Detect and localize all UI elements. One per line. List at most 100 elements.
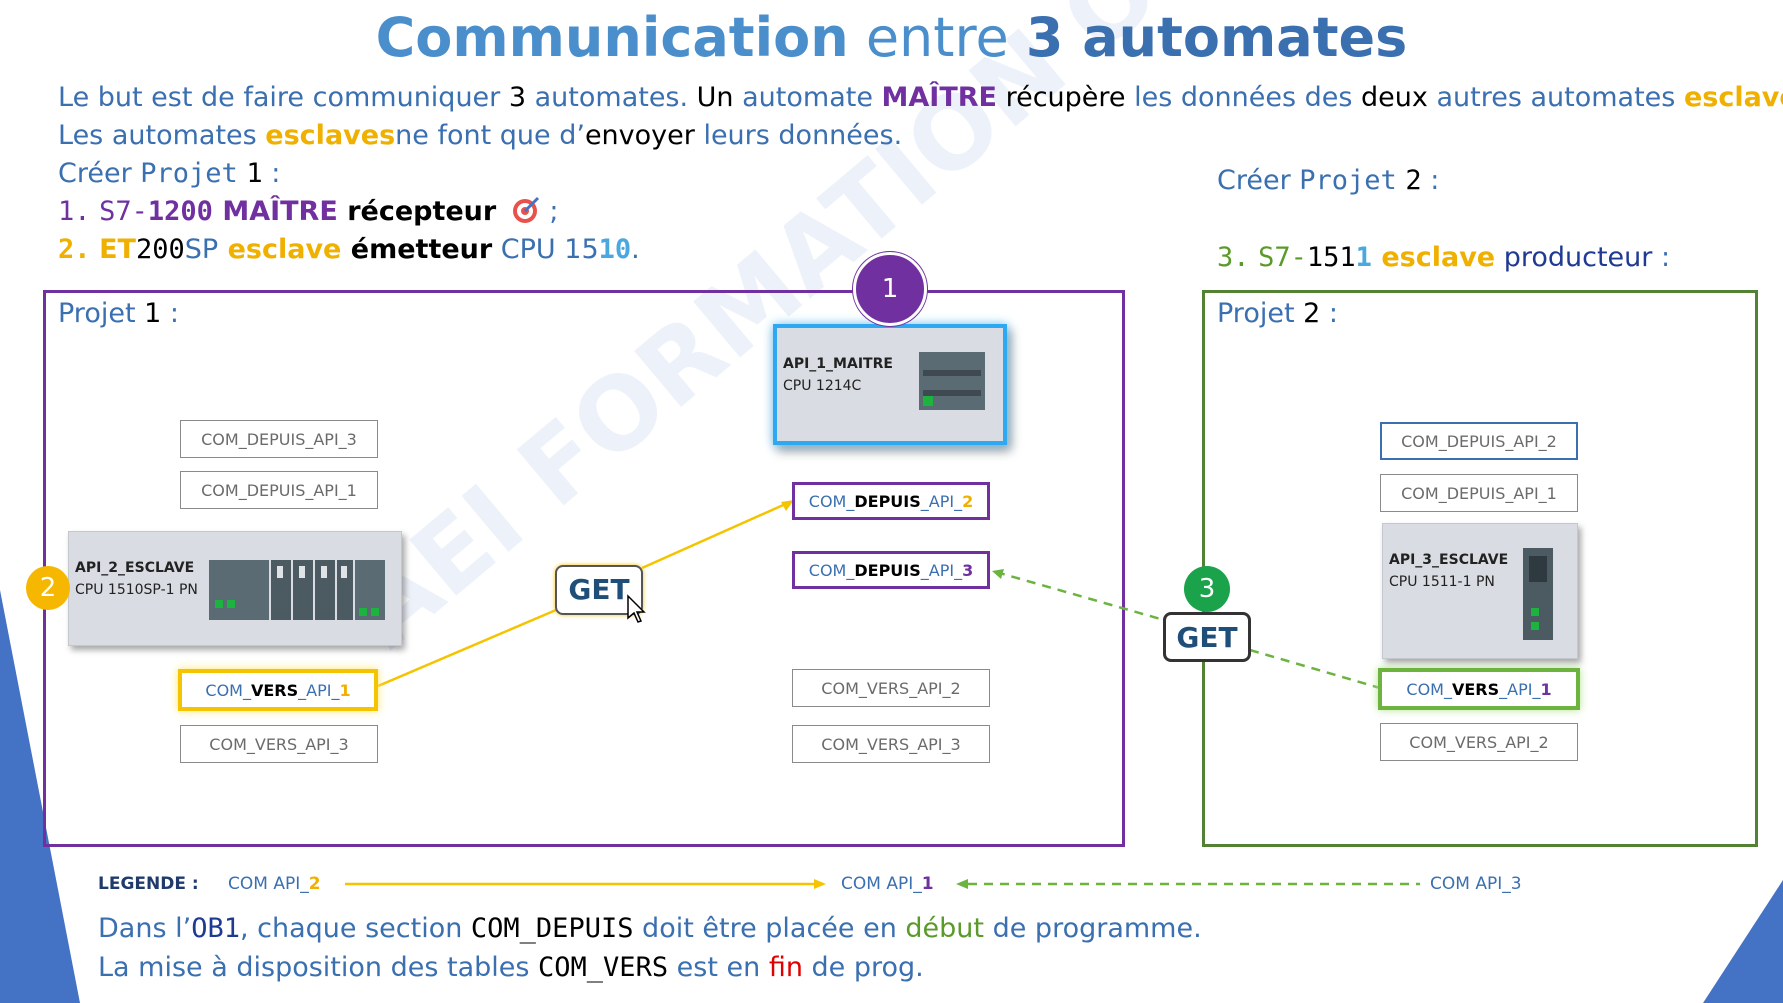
arrow-head-yellow — [781, 500, 794, 511]
device-api1-maitre[interactable]: API_1_MAITRE CPU 1214C — [773, 324, 1007, 445]
block-com-vers-api3-p1-right[interactable]: COM_VERS_API_3 — [792, 725, 990, 763]
block-com-depuis-api1-p2[interactable]: COM_DEPUIS_API_1 — [1380, 474, 1578, 512]
legend-com-api1: COM API_1 — [841, 874, 934, 894]
block-com-depuis-api1-p1[interactable]: COM_DEPUIS_API_1 — [180, 471, 378, 509]
text: MAÎTRE — [881, 82, 997, 113]
text: Projet — [140, 158, 238, 189]
link-get1-to-api2-block — [641, 500, 791, 570]
text: MAÎTRE — [212, 196, 338, 227]
text: fin — [768, 952, 803, 983]
text: . — [631, 234, 640, 265]
text: 1 — [144, 298, 162, 329]
intro-line-1: Le but est de faire communiquer 3 automa… — [58, 82, 1783, 113]
text: : — [262, 158, 281, 189]
text: ; — [540, 196, 559, 227]
text: : — [161, 298, 180, 329]
page-title: Communication entre 3 automates — [0, 6, 1783, 69]
text: Projet — [1217, 298, 1295, 329]
text: les données des — [1125, 82, 1362, 113]
et200sp-hardware-icon — [209, 560, 385, 620]
text: 2 — [962, 491, 974, 511]
text: esclaves — [265, 120, 396, 151]
text: esclaves — [1683, 82, 1783, 113]
intro-line-2: Les automates esclavesne font que d’envo… — [58, 120, 902, 151]
block-com-vers-api2-p1[interactable]: COM_VERS_API_2 — [792, 669, 990, 707]
item-2: 2. ET200SP esclave émetteur CPU 1510. — [58, 234, 640, 265]
badge-2: 2 — [26, 566, 70, 610]
text: COM_ — [1406, 679, 1452, 699]
text: autres automates — [1427, 82, 1684, 113]
text: 200 — [135, 234, 185, 265]
text: 1. — [58, 196, 91, 227]
text: _API_ — [1499, 679, 1541, 699]
legend-label: LEGENDE : — [98, 874, 199, 894]
link-api1-to-get1 — [377, 608, 557, 688]
title-part3: 3 automates — [1025, 6, 1408, 69]
text: : — [1320, 298, 1339, 329]
text: 3 — [508, 82, 527, 113]
text: esclave — [218, 234, 342, 265]
text: : — [1421, 165, 1440, 196]
text: 151 — [1306, 242, 1356, 273]
text: : — [1652, 242, 1671, 273]
text: COM_ — [808, 560, 855, 580]
text: esclave — [1371, 242, 1496, 273]
text: S7- — [99, 196, 148, 227]
block-com-vers-api1-p1[interactable]: COM_VERS_API_1 — [178, 669, 378, 711]
text: Créer — [1217, 165, 1291, 196]
text: DEPUIS — [854, 491, 921, 511]
device-api2-esclave[interactable]: API_2_ESCLAVE CPU 1510SP-1 PN — [68, 531, 402, 646]
text: S7- — [1258, 242, 1307, 273]
link-get2-to-api3-block — [1249, 648, 1381, 690]
get-instruction-2[interactable]: GET — [1163, 612, 1251, 662]
text: COM API_ — [841, 874, 922, 894]
text: producteur — [1495, 242, 1653, 273]
text: VERS — [250, 680, 299, 700]
block-com-depuis-api2-p1[interactable]: COM_DEPUIS_API_2 — [792, 482, 990, 520]
block-com-depuis-api3-p1[interactable]: COM_DEPUIS_API_3 — [180, 420, 378, 458]
text: doit être placée en — [633, 913, 906, 944]
text: récepteur — [337, 196, 497, 227]
text: DEPUIS — [854, 560, 921, 580]
block-com-vers-api1-p2[interactable]: COM_VERS_API_1 — [1378, 668, 1580, 710]
text: émetteur — [341, 234, 493, 265]
text: Les automates — [58, 120, 266, 151]
text: Le but est de faire communiquer — [58, 82, 509, 113]
text: ET — [99, 234, 136, 265]
text: Un — [696, 82, 734, 113]
text: _API_ — [920, 491, 963, 511]
item-1: 1. S7-1200 MAÎTRE récepteur ; — [58, 196, 559, 227]
block-com-vers-api3-p1[interactable]: COM_VERS_API_3 — [180, 725, 378, 763]
text: Dans l’ — [98, 913, 192, 944]
legend-arrow-yellow — [814, 879, 826, 889]
block-com-vers-api2-p2[interactable]: COM_VERS_API_2 — [1380, 723, 1578, 761]
device-name: API_2_ESCLAVE — [75, 560, 195, 576]
device-cpu: CPU 1510SP-1 PN — [75, 582, 198, 598]
block-com-depuis-api3-p1-right[interactable]: COM_DEPUIS_API_3 — [792, 551, 990, 589]
text: COM_ — [205, 680, 251, 700]
text: VERS — [1451, 679, 1500, 699]
text: COM_ — [808, 491, 855, 511]
device-name: API_1_MAITRE — [783, 356, 893, 372]
project-2-label: Projet 2 : — [1217, 298, 1338, 329]
legend-arrow-green — [956, 879, 968, 889]
s7-1200-hardware-icon — [919, 352, 985, 410]
text: 2 — [1405, 165, 1422, 196]
text: 1 — [246, 158, 263, 189]
text: 2 — [308, 874, 321, 894]
create-project-2: Créer Projet 2 : — [1217, 165, 1439, 196]
device-api3-esclave[interactable]: API_3_ESCLAVE CPU 1511-1 PN — [1382, 523, 1578, 659]
text: leurs données. — [694, 120, 903, 151]
text: SP — [184, 234, 219, 265]
text: , chaque section — [239, 913, 471, 944]
badge-3: 3 — [1184, 566, 1230, 612]
link-api3-to-get2 — [995, 570, 1165, 622]
text: 2. — [58, 234, 91, 265]
text: récupère — [997, 82, 1126, 113]
block-com-depuis-api2-p2[interactable]: COM_DEPUIS_API_2 — [1380, 422, 1578, 460]
text: _API_ — [920, 560, 963, 580]
text: envoyer — [584, 120, 695, 151]
title-part2: entre — [848, 6, 1026, 69]
text: La mise à disposition des tables — [98, 952, 539, 983]
text: Projet — [58, 298, 136, 329]
